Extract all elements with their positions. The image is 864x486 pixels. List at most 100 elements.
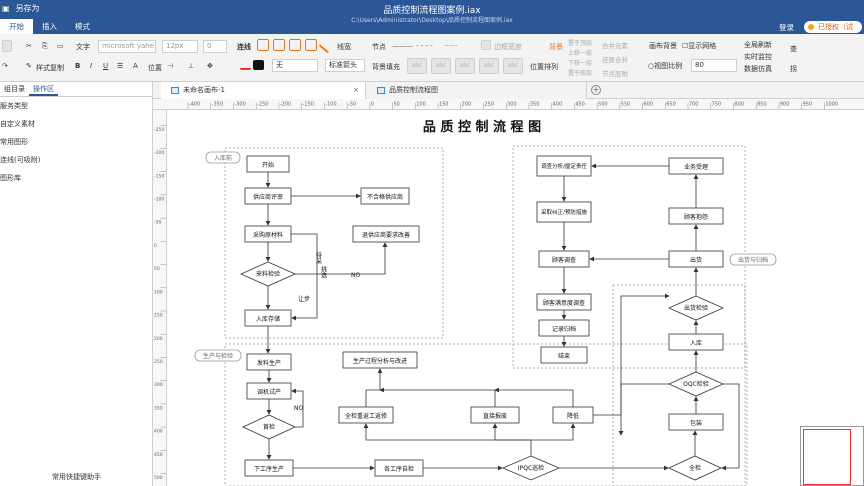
merge-button[interactable]: 合并元素 — [602, 42, 628, 50]
node-full-check[interactable] — [668, 455, 722, 481]
line-style-dashed-icon[interactable]: - - - - — [416, 42, 433, 50]
login-link[interactable]: 登录 — [779, 23, 794, 32]
panel-item-service-type[interactable]: 服务类型 — [0, 102, 28, 110]
node-layout-button[interactable]: 节点层附 — [602, 70, 628, 78]
background-label[interactable]: 背景 — [549, 43, 563, 51]
align-icon[interactable]: ☰ — [117, 62, 124, 70]
section-tag-shipping-label: 出货与归档 — [738, 256, 768, 264]
node-analysis[interactable] — [342, 351, 418, 369]
align-left-icon[interactable]: ⊣ — [167, 62, 174, 70]
h-ruler-label: -300 — [234, 101, 245, 107]
arrow-style-select[interactable]: 标准箭头 — [325, 59, 365, 72]
node-unqualified-supplier[interactable] — [360, 187, 410, 205]
background-fill-button[interactable]: 背景填充 — [372, 63, 400, 71]
show-grid-label: 显示网格 — [688, 42, 717, 50]
view-button[interactable]: 查 — [790, 45, 797, 53]
tab-home[interactable]: 开始 — [0, 19, 33, 34]
fill-color-icon[interactable] — [253, 60, 264, 70]
connector-polyline-icon[interactable] — [305, 39, 317, 51]
panel-item-common-shapes[interactable]: 常用图形 — [0, 138, 28, 146]
redo-icon[interactable]: ↷ — [2, 62, 8, 70]
font-color-icon[interactable]: A — [133, 62, 138, 70]
style-preset-5[interactable]: abc — [503, 58, 523, 74]
node-supplier-review-label: 供应商评审 — [253, 193, 283, 201]
style-preset-2[interactable]: abc — [431, 58, 451, 74]
license-badge[interactable]: 已授权（试用） — [804, 21, 862, 43]
shortcut-helper-link[interactable]: 常用快捷键助手 — [52, 473, 101, 481]
move-down-button[interactable]: 下移一层 — [568, 60, 593, 67]
add-tab-icon[interactable]: + — [591, 85, 601, 95]
node-ship-check[interactable] — [668, 295, 724, 321]
v-ruler-label: 0 — [154, 243, 157, 249]
bold-button[interactable]: B — [75, 62, 81, 70]
unmerge-button[interactable]: 还原合并 — [602, 56, 628, 64]
tab-insert[interactable]: 插入 — [42, 22, 57, 31]
paste-icon[interactable] — [2, 40, 12, 52]
fit-ratio-option[interactable]: ○视图比例 — [648, 61, 682, 71]
line-style-solid-icon[interactable]: ——— — [392, 42, 413, 50]
canvas-background-button[interactable]: 画布背景 — [649, 42, 677, 50]
save-icon[interactable]: ▣ — [2, 4, 10, 13]
format-brush-icon[interactable]: ✎ — [26, 62, 32, 70]
show-grid-checkbox[interactable]: ☐显示网格 — [682, 41, 716, 51]
panel-item-shape-library[interactable]: 图形库 — [0, 174, 21, 182]
copy-style-button[interactable]: 样式复制 — [36, 64, 64, 72]
edge-mid-analysis — [379, 387, 496, 407]
connector-curve-icon[interactable] — [289, 39, 301, 51]
minimap[interactable] — [800, 426, 864, 486]
distribute-icon[interactable]: ⊥ — [188, 62, 195, 70]
minimap-viewport[interactable] — [803, 429, 851, 485]
line-style-dotted-icon[interactable]: ······ — [444, 42, 458, 50]
section-frame-production — [224, 343, 748, 486]
edge-special — [291, 233, 318, 321]
node-oqc[interactable] — [668, 371, 724, 397]
panel-item-custom-material[interactable]: 自定义素材 — [0, 120, 35, 128]
style-preset-3[interactable]: abc — [455, 58, 475, 74]
node-supplier-improve[interactable] — [352, 225, 420, 243]
extra-button[interactable]: 拐 — [790, 65, 797, 73]
cut-icon[interactable]: ✂ — [26, 42, 32, 50]
font-size-select[interactable]: 12px — [162, 40, 198, 53]
connector-elbow-icon[interactable] — [273, 39, 285, 51]
line-end-select[interactable]: 无 — [272, 59, 318, 72]
style-preset-1[interactable]: abc — [407, 58, 427, 74]
letter-spacing-select[interactable]: 0 — [203, 40, 227, 53]
font-family-select[interactable]: microsoft yahe — [98, 40, 156, 53]
italic-button[interactable]: I — [90, 62, 93, 70]
underline-button[interactable]: U — [103, 62, 109, 70]
v-ruler-label: 400 — [154, 429, 163, 435]
doc-tab-untitled[interactable]: 未命名画布-1 × — [161, 82, 366, 99]
move-up-button[interactable]: 上移一层 — [568, 50, 593, 57]
tab-mode[interactable]: 模式 — [75, 22, 90, 31]
send-back-button[interactable]: 置于底层 — [568, 70, 593, 77]
line-color-icon[interactable] — [240, 60, 251, 70]
label-no1: NO — [351, 272, 360, 279]
border-icon[interactable] — [481, 40, 491, 50]
connector-line-icon[interactable] — [318, 36, 336, 54]
node-analysis-label: 生产过程分析与改进 — [353, 357, 407, 365]
node-ipqc[interactable] — [501, 455, 561, 481]
save-as-button[interactable]: 另存为 — [15, 4, 40, 13]
drawing-canvas[interactable]: 品 质 控 制 流 程 图 入库前 生产与检验 出货与归档 开始 供应商评审 不… — [167, 110, 864, 486]
copy-icon[interactable]: ⎘ — [42, 42, 48, 50]
panel-tab-directory[interactable]: 组目录 — [4, 85, 25, 93]
doc-tab-quality-flow[interactable]: 品质控制流程图 — [367, 82, 587, 99]
panel-item-connectors[interactable]: 连线(可吸附) — [0, 156, 41, 164]
h-ruler-label: 300 — [507, 101, 517, 107]
style-preset-4[interactable]: abc — [479, 58, 499, 74]
node-end[interactable] — [540, 346, 588, 364]
connector-straight-icon[interactable] — [257, 39, 269, 51]
clear-icon[interactable]: ▭ — [57, 42, 64, 50]
position-arrange-button[interactable]: 位置排列 — [530, 63, 558, 71]
bring-front-button[interactable]: 置于顶层 — [568, 40, 593, 47]
data-simulation-button[interactable]: 数据仿真 — [744, 65, 772, 73]
move-icon[interactable]: ✥ — [207, 62, 213, 70]
close-icon[interactable]: × — [353, 86, 359, 94]
panel-tab-operations[interactable]: 操作区 — [29, 82, 58, 96]
edge-first-no — [291, 388, 304, 428]
zoom-input[interactable]: 80 — [691, 59, 737, 72]
menu-tabs: 文件 开始 插入 模式 — [0, 19, 99, 34]
edge-ipqc-scrap — [531, 423, 576, 441]
realtime-monitor-button[interactable]: 实时监控 — [744, 53, 772, 61]
full-refresh-button[interactable]: 全局刷新 — [744, 41, 772, 49]
